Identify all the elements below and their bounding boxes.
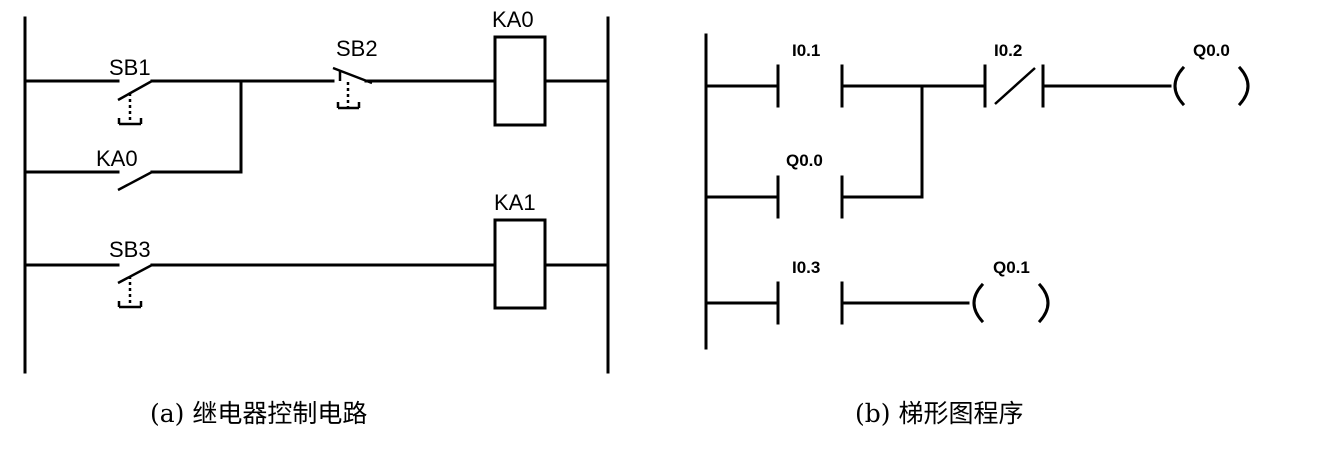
i01-no-contact	[776, 64, 844, 108]
ladder-rung-2	[704, 281, 1050, 325]
i02-nc-contact	[983, 64, 1045, 108]
relay-caption: (a) 继电器控制电路	[150, 399, 367, 428]
ladder-rung-1	[704, 64, 1250, 108]
relay-rung-1	[23, 35, 610, 127]
sb3-label: SB3	[109, 237, 151, 262]
sb3-pushbutton	[117, 263, 153, 309]
i01-label: I0.1	[792, 41, 820, 60]
ladder-caption: (b) 梯形图程序	[855, 399, 1023, 428]
relay-rung-2	[23, 218, 610, 310]
ladder-holding-branch	[704, 84, 924, 219]
sb1-label: SB1	[109, 55, 151, 80]
ka0-contact	[117, 170, 153, 192]
q00-coil-label: Q0.0	[1193, 41, 1230, 60]
ladder-program: I0.1 I0.2 Q0.0 Q0.0 I0.3 Q0.1 (b) 梯形图程序	[704, 33, 1250, 428]
q01-coil-label: Q0.1	[993, 258, 1030, 277]
i02-label: I0.2	[994, 41, 1022, 60]
q01-coil	[972, 282, 1050, 324]
ka0-coil-label: KA0	[492, 7, 534, 32]
relay-holding-branch	[23, 79, 243, 192]
relay-circuit: SB1 SB2 KA0 SB3 KA0 KA1 (a) 继电器控制电路	[23, 7, 610, 428]
ka0-contact-label: KA0	[96, 146, 138, 171]
sb2-pushbutton	[332, 66, 373, 110]
sb1-pushbutton	[117, 79, 153, 126]
ka1-coil-label: KA1	[494, 190, 536, 215]
q00-contact-label: Q0.0	[786, 151, 823, 170]
i03-no-contact	[776, 281, 844, 325]
ka1-coil	[493, 218, 547, 310]
q00-coil	[1173, 65, 1250, 107]
i03-label: I0.3	[792, 258, 820, 277]
sb2-label: SB2	[336, 36, 378, 61]
q00-no-contact	[776, 175, 844, 219]
ka0-coil	[493, 35, 547, 127]
